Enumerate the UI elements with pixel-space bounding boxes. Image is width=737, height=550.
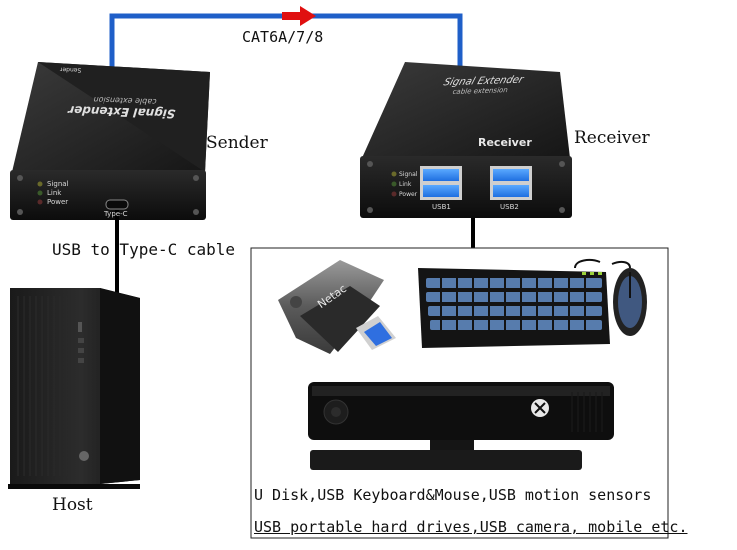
host-pc (8, 288, 140, 489)
cable-label: CAT6A/7/8 (242, 28, 324, 46)
hp-logo-icon (79, 451, 89, 461)
usb1-port (420, 166, 462, 200)
usb-cable-label: USB to Type-C cable (52, 240, 236, 259)
sender-led-power (37, 199, 43, 205)
usb-flash-drive (278, 260, 396, 354)
receiver-device (360, 62, 572, 218)
receiver-box-tag: Receiver (478, 136, 532, 149)
type-c-port (105, 199, 129, 210)
usb-mouse (611, 260, 647, 336)
devices-caption-line1: U Disk,USB Keyboard&Mouse,USB motion sen… (254, 486, 652, 504)
usb-motion-sensor (308, 382, 614, 470)
sender-led-signal (37, 181, 43, 187)
sender-label: Sender (206, 133, 268, 153)
sender-led-label-link: Link (47, 189, 62, 197)
receiver-led-label-signal: Signal (399, 171, 418, 178)
devices-caption-line2: USB portable hard drives,USB camera, mob… (254, 518, 688, 536)
receiver-port-label-usb2: USB2 (500, 203, 519, 211)
usb2-port (490, 166, 532, 200)
devices-frame (250, 247, 669, 539)
sender-led-label-power: Power (47, 198, 69, 206)
usb-keyboard (418, 259, 610, 348)
receiver-label: Receiver (574, 128, 650, 148)
receiver-port-label-usb1: USB1 (432, 203, 451, 211)
host-label: Host (52, 495, 93, 515)
sender-box-tag: Sender (59, 65, 82, 74)
sender-port-label: Type-C (104, 210, 128, 218)
direction-arrow-icon (282, 6, 316, 26)
receiver-led-label-power: Power (399, 191, 418, 198)
receiver-led-label-link: Link (399, 181, 412, 188)
sender-led-link (37, 190, 43, 196)
sender-device (10, 62, 210, 220)
sender-led-label-signal: Signal (47, 180, 69, 188)
